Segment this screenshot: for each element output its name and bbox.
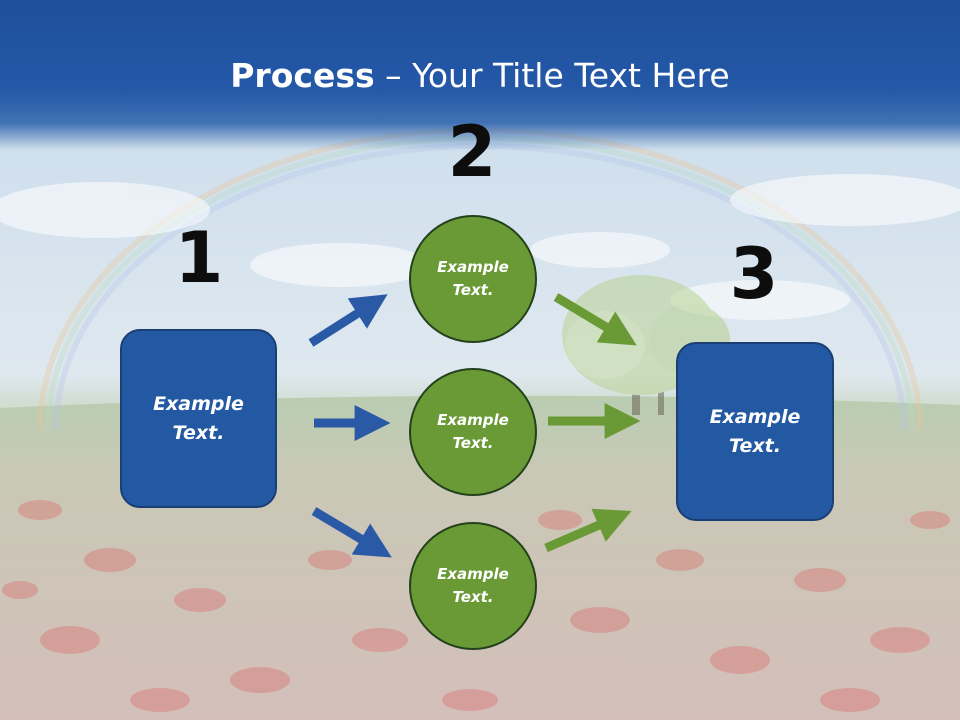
- circle-bottom-line1: Example: [437, 565, 509, 583]
- arrow-box1-to-circle-bottom: [311, 507, 392, 558]
- step-number-1: 1: [174, 217, 224, 299]
- circle-bottom-line2: Text.: [452, 588, 494, 606]
- arrow-circle-bottom-to-box3: [544, 508, 632, 553]
- step3-text-line2: Text.: [729, 434, 781, 457]
- step-number-3: 3: [729, 233, 779, 315]
- circle-middle-line1: Example: [437, 411, 509, 429]
- arrow-box1-to-circle-top: [308, 294, 388, 347]
- circle-middle-line2: Text.: [452, 434, 494, 452]
- circle-top-line1: Example: [437, 258, 509, 276]
- circle-top-line2: Text.: [452, 281, 494, 299]
- slide-title: Process – Your Title Text Here: [0, 54, 960, 98]
- step1-text-line1: Example: [153, 392, 244, 415]
- title-rest: – Your Title Text Here: [374, 56, 730, 95]
- title-bold: Process: [230, 56, 375, 95]
- step1-text-line2: Text.: [172, 421, 225, 444]
- title-bar: [0, 0, 960, 150]
- step-number-2: 2: [447, 111, 497, 193]
- arrow-circle-top-to-box3: [553, 293, 637, 346]
- step3-text-line1: Example: [709, 405, 801, 428]
